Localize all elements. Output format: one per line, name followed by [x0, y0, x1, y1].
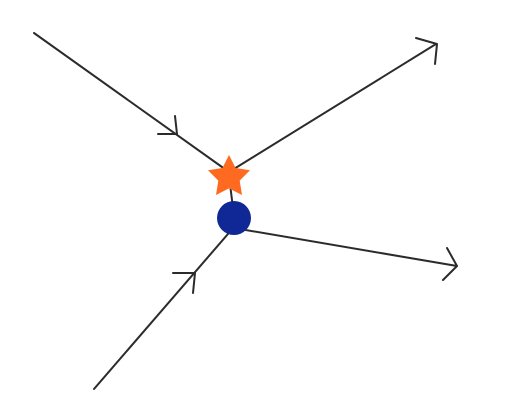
- star-vertex: [208, 155, 250, 195]
- edge-out-top-right: [228, 43, 437, 173]
- arrow-head-in-top-left: [157, 115, 178, 135]
- edge-out-right: [233, 227, 458, 267]
- circle-vertex: [217, 201, 251, 235]
- edge-in-bottom-left: [93, 226, 235, 390]
- arrow-head-out-top-right: [415, 37, 438, 65]
- edge-in-top-left: [33, 32, 230, 173]
- arrow-head-in-bottom-left: [172, 272, 196, 294]
- arrow-head-out-right: [442, 247, 458, 281]
